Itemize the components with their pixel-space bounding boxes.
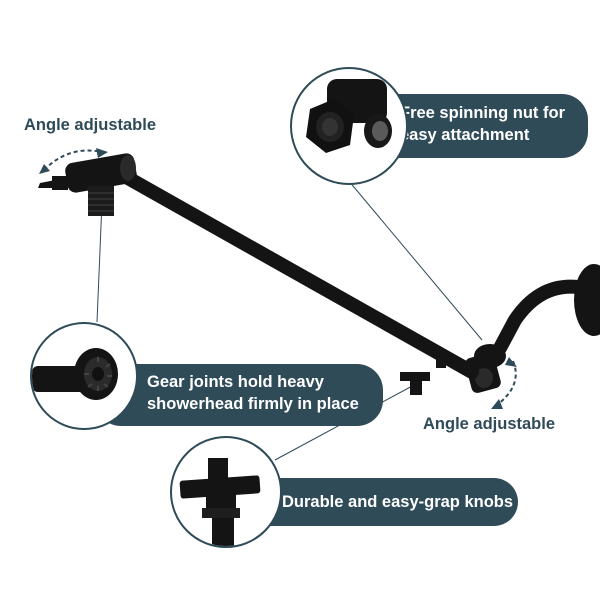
curved-arrow-icon (39, 148, 108, 174)
callout-nut-line1: Free spinning nut for (400, 104, 565, 122)
callout-knobs-line1: Durable and easy-grap knobs (282, 493, 514, 511)
callout-gear-line2: showerhead firmly in place (147, 395, 359, 413)
curved-arrow-icon (491, 357, 517, 409)
angle-adjustable-label-bottom: Angle adjustable (423, 415, 556, 433)
angle-adjustable-label-top: Angle adjustable (24, 116, 157, 134)
gear-detail-circle (30, 322, 138, 430)
callout-gear-line1: Gear joints hold heavy (147, 373, 324, 391)
nut-detail-circle (290, 67, 408, 185)
callout-gear: Gear joints hold heavy showerhead firmly… (95, 364, 383, 426)
callout-nut-line2: easy attachment (400, 126, 530, 144)
knob-detail-circle (170, 436, 282, 548)
